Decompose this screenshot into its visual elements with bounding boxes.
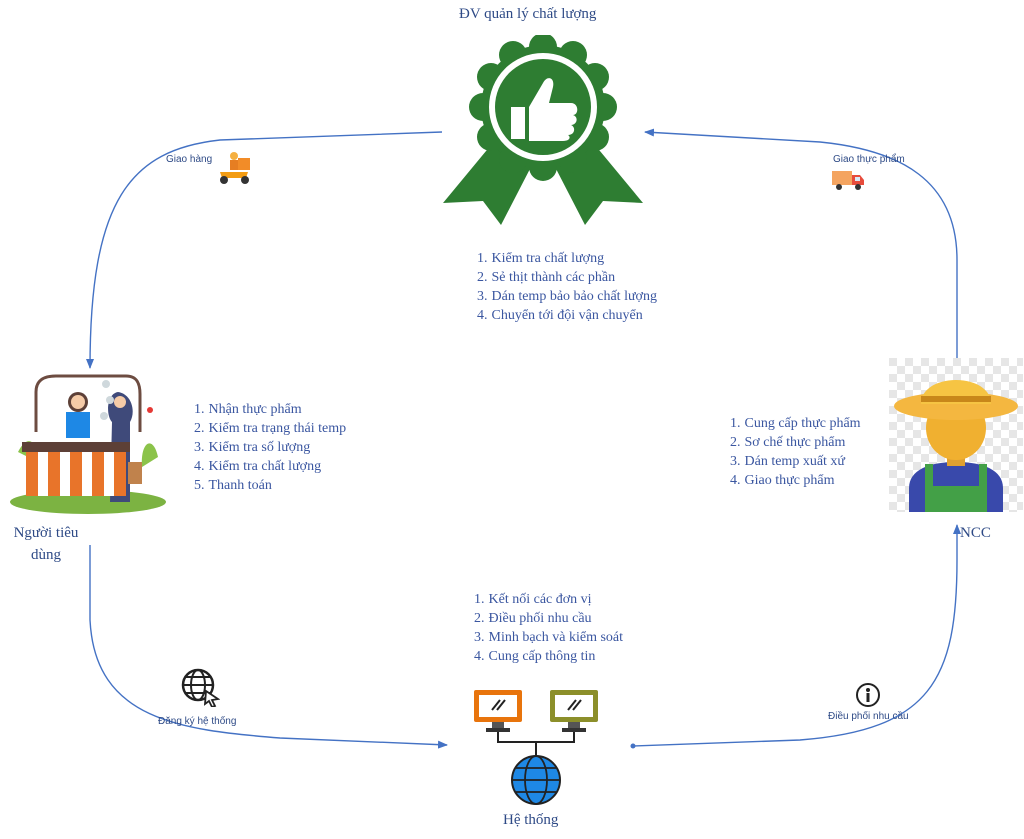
system-step: 1.Kết nối các đơn vị	[474, 592, 592, 607]
consumer-step: 3.Kiểm tra số lượng	[194, 440, 311, 455]
network-computers-icon	[474, 690, 598, 805]
consumer-step: 5.Thanh toán	[194, 478, 272, 493]
system-step: 3.Minh bạch và kiểm soát	[474, 630, 624, 645]
market-stall-icon	[10, 374, 166, 514]
supplier-step: 2.Sơ chế thực phẩm	[730, 435, 846, 450]
info-icon	[856, 683, 880, 707]
consumer-step: 4.Kiểm tra chất lượng	[194, 459, 322, 474]
farmer-icon	[889, 358, 1023, 512]
system-node-title: Hệ thống	[503, 812, 559, 828]
quality-step: 1.Kiểm tra chất lượng	[477, 251, 605, 266]
quality-steps: 1.Kiểm tra chất lượng 2.Sẻ thịt thành cá…	[477, 249, 657, 325]
edge-label-food-delivery: Giao thực phẩm	[833, 154, 905, 165]
edge-label-demand: Điều phối nhu cầu	[828, 711, 909, 722]
arrow-start-dot	[630, 743, 636, 749]
supplier-node-title: NCC	[960, 525, 991, 541]
delivery-scooter-icon	[220, 152, 250, 184]
delivery-truck-icon	[832, 171, 864, 190]
consumer-step: 1.Nhận thực phẩm	[194, 402, 302, 417]
quality-node-title: ĐV quản lý chất lượng	[459, 6, 597, 22]
arrow-quality-to-consumer	[86, 131, 443, 369]
arrow-supplier-to-quality	[644, 128, 958, 358]
consumer-node-title: Người tiêu dùng	[8, 522, 84, 566]
consumer-step: 2.Kiểm tra trạng thái temp	[194, 421, 347, 436]
arrow-consumer-to-system	[89, 545, 448, 749]
supplier-step: 1.Cung cấp thực phẩm	[730, 416, 861, 431]
thumbs-up-badge-icon	[443, 35, 643, 225]
system-step: 2.Điều phối nhu cầu	[474, 611, 592, 626]
consumer-title-line1: Người tiêu	[13, 525, 79, 541]
supplier-step: 3.Dán temp xuất xứ	[730, 454, 846, 469]
quality-step: 4.Chuyển tới đội vận chuyển	[477, 308, 643, 323]
arrow-system-to-supplier	[632, 524, 961, 747]
edge-label-delivery: Giao hàng	[166, 154, 213, 165]
edge-label-register: Đăng ký hệ thống	[158, 716, 237, 727]
consumer-title-line2: dùng	[31, 547, 61, 563]
quality-step: 2.Sẻ thịt thành các phần	[477, 270, 616, 285]
quality-step: 3.Dán temp bảo bảo chất lượng	[477, 289, 657, 304]
system-steps: 1.Kết nối các đơn vị 2.Điều phối nhu cầu…	[474, 590, 623, 666]
globe-cursor-icon	[181, 668, 220, 707]
consumer-steps: 1.Nhận thực phẩm 2.Kiểm tra trạng thái t…	[194, 400, 346, 495]
supplier-steps: 1.Cung cấp thực phẩm 2.Sơ chế thực phẩm …	[730, 414, 861, 490]
supplier-step: 4.Giao thực phẩm	[730, 473, 835, 488]
system-step: 4.Cung cấp thông tin	[474, 649, 596, 664]
